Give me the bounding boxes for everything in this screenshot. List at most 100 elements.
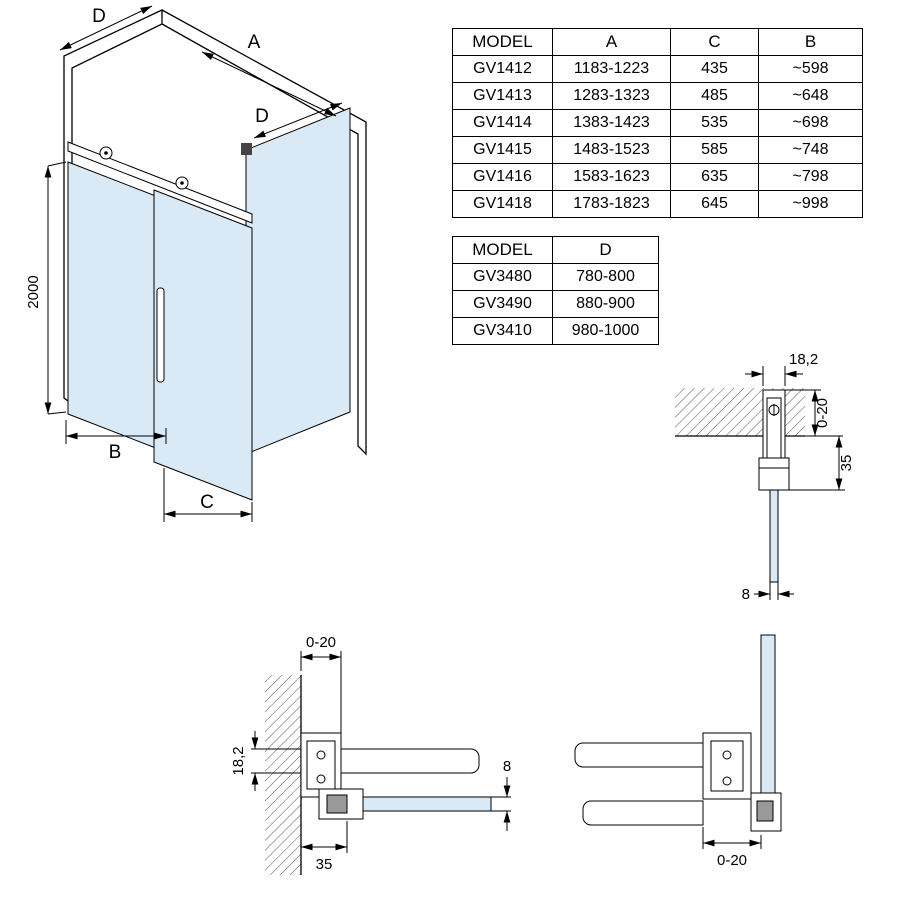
dim-width-18-2-left: 18,2 — [230, 731, 301, 791]
glass-plan — [354, 796, 492, 812]
door-handle — [156, 287, 165, 383]
cell-c: 645 — [670, 190, 759, 218]
glass-clamp — [750, 792, 782, 832]
table-row: GV1414 1383-1423 535 ~698 — [452, 109, 863, 137]
table-row: GV1413 1283-1323 485 ~648 — [452, 82, 863, 110]
cell-a: 1483-1523 — [552, 136, 671, 164]
dim-a: A — [201, 32, 337, 117]
cell-d: 880-900 — [552, 290, 659, 318]
cell-a: 1283-1323 — [552, 82, 671, 110]
cell-a: 1783-1823 — [552, 190, 671, 218]
dim-glass-8-left: 8 — [491, 758, 511, 831]
dim-label-wall-d: D — [92, 6, 106, 27]
dim-height-2000: 2000 — [25, 161, 67, 415]
dim-label-height: 2000 — [25, 275, 42, 308]
dim-label-8: 8 — [742, 586, 750, 603]
cell-d: 980-1000 — [552, 317, 659, 345]
dim-label-0-20: 0-20 — [814, 398, 831, 428]
table-main-sizes: MODEL A C B GV1412 1183-1223 435 ~598 GV… — [452, 28, 863, 218]
dim-label-b: B — [109, 442, 122, 463]
cell-model: GV1418 — [452, 190, 553, 218]
cell-c: 535 — [670, 109, 759, 137]
sliding-rail — [67, 141, 253, 224]
cell-model: GV1415 — [452, 136, 553, 164]
cell-model: GV3490 — [452, 290, 553, 318]
table-row: GV1418 1783-1823 645 ~998 — [452, 190, 863, 218]
col-header-a: A — [552, 28, 671, 56]
screw-icon — [316, 774, 326, 784]
cell-d: 780-800 — [552, 263, 659, 291]
dim-label-35: 35 — [838, 455, 855, 472]
cell-a: 1383-1423 — [552, 109, 671, 137]
dim-label-a: A — [248, 32, 261, 53]
col-header-model: MODEL — [452, 28, 553, 56]
glass-sliding-door — [153, 189, 253, 501]
plan-details: 0-20 18,2 35 8 — [230, 634, 782, 875]
dim-label-panel-d: D — [255, 106, 269, 127]
dim-label-c: C — [200, 492, 214, 513]
cell-b: ~698 — [758, 109, 863, 137]
table-row: GV1415 1483-1523 585 ~748 — [452, 136, 863, 164]
wall-profile-section — [758, 389, 790, 491]
door-profile-plan — [340, 748, 480, 774]
col-header-b: B — [758, 28, 863, 56]
table-header-row: MODEL D — [452, 236, 659, 264]
cell-c: 585 — [670, 136, 759, 164]
screw-icon — [316, 750, 326, 760]
cell-model: GV1416 — [452, 163, 553, 191]
dim-adjust-0-20: 0-20 — [785, 389, 843, 437]
table-row: GV3410 980-1000 — [452, 317, 659, 345]
glass-fixed-panel — [67, 161, 167, 453]
table-depth-sizes: MODEL D GV3480 780-800 GV3490 880-900 GV… — [452, 236, 659, 345]
table-row: GV1412 1183-1223 435 ~598 — [452, 55, 863, 83]
dim-glass-8: 8 — [742, 582, 794, 603]
dim-label-0-20: 0-20 — [717, 852, 747, 869]
dim-profile-35-left: 35 — [301, 821, 348, 873]
glass-clamp — [318, 788, 364, 820]
wall-hatch — [265, 675, 301, 875]
plan-detail-wall-fixing: 0-20 18,2 35 8 — [230, 634, 511, 875]
dim-label-18-2: 18,2 — [789, 351, 818, 368]
cell-b: ~648 — [758, 82, 863, 110]
dim-c: C — [163, 468, 253, 522]
dim-wall-d: D — [59, 5, 153, 51]
door-profile-plan — [574, 742, 704, 768]
cell-c: 435 — [670, 55, 759, 83]
cell-b: ~748 — [758, 136, 863, 164]
section-detail: 18,2 0-20 35 8 — [675, 351, 855, 603]
dim-label-0-20: 0-20 — [306, 634, 336, 651]
cell-model: GV3480 — [452, 263, 553, 291]
dim-label-35: 35 — [316, 856, 333, 873]
lower-profile-plan — [582, 800, 704, 826]
cell-b: ~598 — [758, 55, 863, 83]
table-row: GV3490 880-900 — [452, 290, 659, 318]
cell-a: 1183-1223 — [552, 55, 671, 83]
cell-c: 635 — [670, 163, 759, 191]
col-header-model: MODEL — [452, 236, 553, 264]
dim-panel-d: D — [253, 102, 343, 139]
cell-model: GV1412 — [452, 55, 553, 83]
col-header-d: D — [552, 236, 659, 264]
cell-c: 485 — [670, 82, 759, 110]
screw-icon — [722, 776, 732, 786]
panel-top-fitting — [241, 143, 252, 155]
dim-b: B — [65, 420, 167, 463]
dim-adjust-0-20-right: 0-20 — [702, 827, 762, 869]
col-header-c: C — [670, 28, 759, 56]
dim-adjust-0-20-left: 0-20 — [300, 634, 342, 733]
dim-width-18-2: 18,2 — [745, 351, 818, 386]
dim-label-8: 8 — [503, 758, 511, 775]
dim-profile-35: 35 — [789, 436, 855, 491]
screw-icon — [722, 750, 732, 760]
cell-a: 1583-1623 — [552, 163, 671, 191]
plan-detail-panel-joint: 0-20 — [574, 634, 782, 869]
dim-label-18-2: 18,2 — [230, 746, 247, 775]
iso-drawing: D A D 2000 B C — [25, 5, 367, 522]
cell-b: ~798 — [758, 163, 863, 191]
table-header-row: MODEL A C B — [452, 28, 863, 56]
glass-side-panel — [241, 107, 351, 455]
cell-b: ~998 — [758, 190, 863, 218]
wall-bracket — [300, 732, 342, 798]
glass-section — [769, 489, 779, 583]
